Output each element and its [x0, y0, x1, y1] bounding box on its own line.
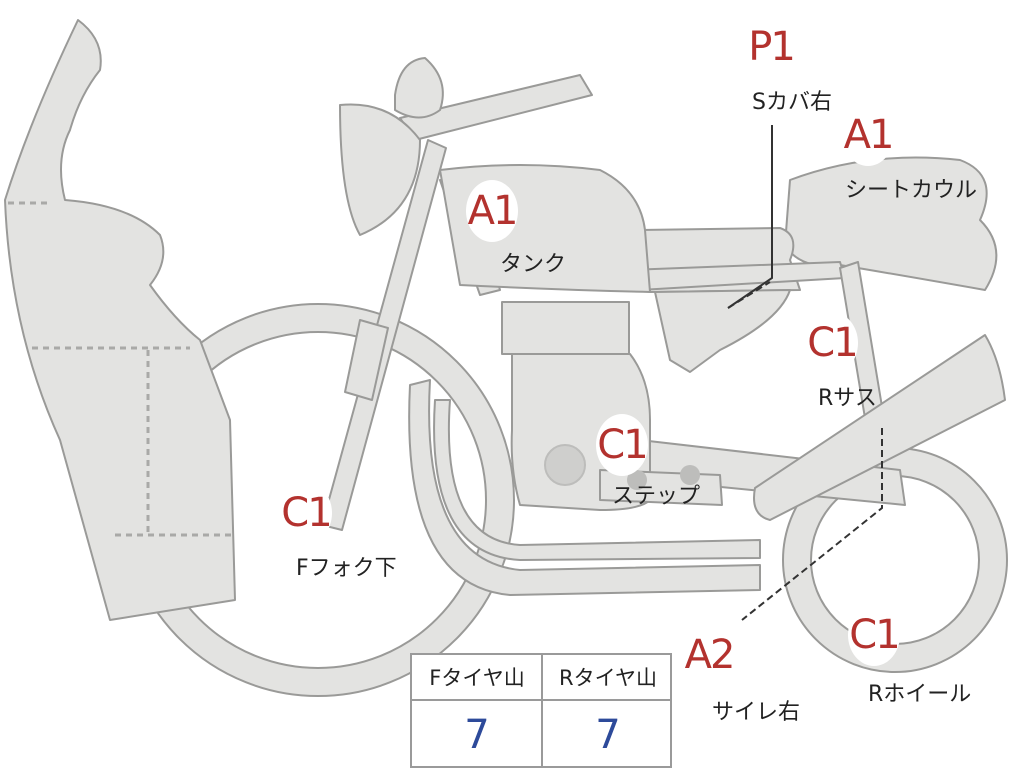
part-label: Sカバ右	[752, 90, 832, 115]
table-divider	[541, 655, 543, 766]
leader-muffler	[741, 428, 883, 621]
part-code-badge: C1	[848, 604, 901, 666]
part-label: Rサス	[818, 386, 877, 411]
front-tire-value: 7	[464, 712, 490, 758]
fairing	[4, 19, 236, 621]
engine-cover	[544, 444, 586, 486]
part-label: Rホイール	[868, 682, 972, 707]
side-cover	[654, 289, 791, 373]
part-label: サイレ右	[712, 700, 801, 725]
engine-top	[501, 301, 630, 355]
part-code-badge: A2	[683, 624, 735, 686]
part-code-badge: C1	[280, 482, 333, 544]
muffler	[753, 334, 1006, 521]
part-code-badge: C1	[806, 312, 859, 374]
part-label: タンク	[500, 252, 567, 277]
part-code-badge: A1	[466, 180, 518, 242]
headlight	[339, 103, 421, 236]
part-code-badge: C1	[596, 414, 649, 476]
part-code-badge: A1	[842, 104, 894, 166]
part-label: シートカウル	[845, 178, 978, 203]
part-label: Fフォク下	[296, 556, 397, 581]
part-code-badge: P1	[745, 16, 797, 78]
tire-tread-table: Fタイヤ山 Rタイヤ山 7 7	[410, 653, 672, 768]
rear-tire-value: 7	[595, 712, 621, 758]
front-tire-header: Fタイヤ山	[429, 666, 525, 690]
rear-tire-header: Rタイヤ山	[559, 666, 657, 690]
part-label: ステップ	[612, 484, 701, 509]
